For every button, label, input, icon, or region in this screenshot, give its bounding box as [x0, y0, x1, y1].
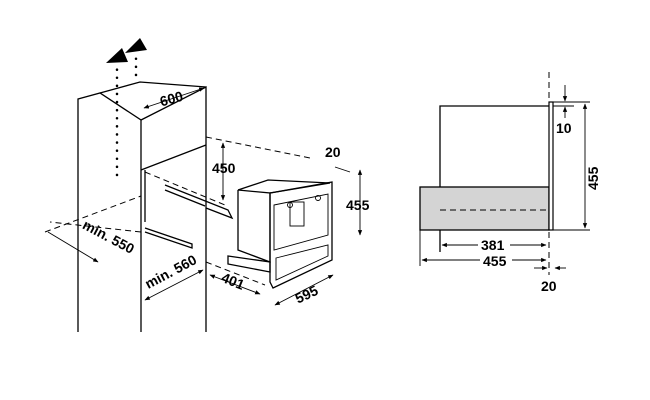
dim-label-381: 381 — [481, 237, 505, 253]
dim-label-401: 401 — [219, 269, 247, 293]
front-panel — [548, 101, 554, 231]
dim-label-10: 10 — [556, 120, 572, 136]
dim-label-min-560: min. 560 — [142, 251, 199, 292]
dim-line-600 — [143, 87, 205, 109]
ventilation-arrows-icon — [106, 38, 147, 177]
dim-line-min-550 — [47, 231, 99, 263]
dim-line-min-560 — [144, 269, 204, 301]
tall-cabinet — [44, 81, 311, 332]
dim-label-450: 450 — [212, 160, 236, 176]
dim-line-595 — [274, 274, 334, 306]
drawer-section — [419, 186, 550, 231]
dim-label-595: 595 — [293, 282, 321, 306]
dim-label-455-vertical: 455 — [585, 166, 601, 190]
dim-label-455-left: 455 — [346, 197, 370, 213]
dim-label-20-side: 20 — [541, 278, 557, 294]
dim-line-401 — [209, 274, 261, 295]
isometric-view: 600 450 20 455 min. 550 min. 560 401 595 — [44, 38, 370, 332]
dim-line-20 — [334, 166, 351, 173]
dim-label-455-horizontal: 455 — [483, 253, 507, 269]
dim-label-min-550: min. 550 — [80, 216, 137, 257]
dim-label-20: 20 — [325, 144, 341, 160]
side-view: 10 455 381 455 20 — [419, 72, 601, 294]
dim-label-600: 600 — [158, 88, 185, 110]
coffee-machine — [227, 179, 333, 289]
